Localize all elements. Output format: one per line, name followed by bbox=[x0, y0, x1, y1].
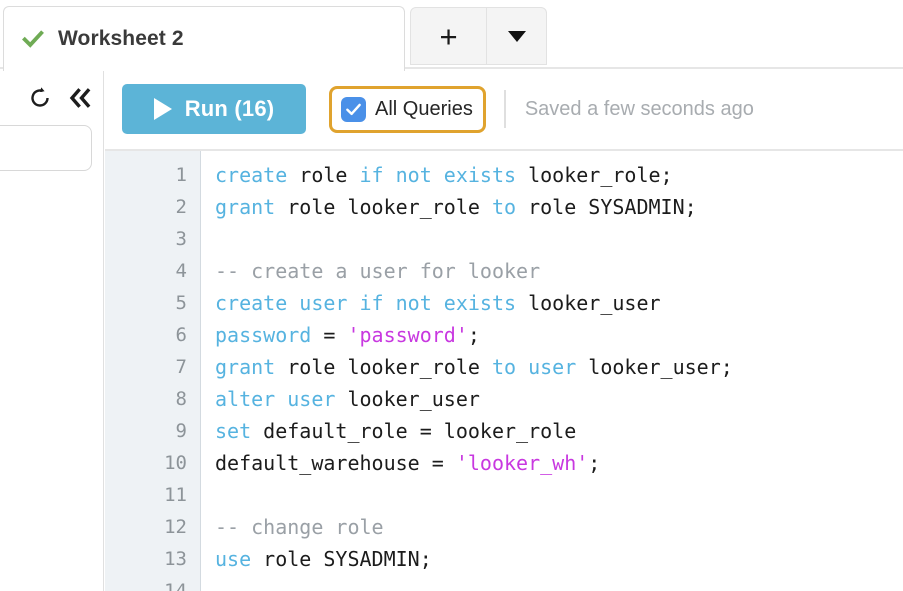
run-button[interactable]: Run (16) bbox=[122, 84, 306, 134]
code-token-pln: role SYSADMIN; bbox=[251, 547, 432, 571]
code-token-pln: looker_user; bbox=[576, 355, 733, 379]
play-icon bbox=[153, 98, 172, 120]
code-token-pln: looker_user bbox=[335, 387, 480, 411]
code-line[interactable]: grant role looker_role to user looker_us… bbox=[202, 351, 903, 383]
code-line-list[interactable]: create role if not exists looker_role;gr… bbox=[202, 159, 903, 591]
plus-icon: + bbox=[439, 18, 458, 54]
tab-bar: Worksheet 2 + bbox=[0, 0, 903, 71]
all-queries-checkbox[interactable]: All Queries bbox=[329, 85, 486, 133]
worksheet-toolbar: Run (16) All Queries Saved a few seconds… bbox=[105, 69, 903, 151]
refresh-icon bbox=[31, 87, 49, 107]
code-line[interactable] bbox=[202, 575, 903, 591]
code-token-kw: grant bbox=[215, 355, 276, 379]
code-token-pln: default_role = looker_role bbox=[251, 419, 577, 443]
tab-label: Worksheet 2 bbox=[58, 27, 184, 50]
line-number: 3 bbox=[175, 228, 187, 250]
line-number: 11 bbox=[164, 484, 187, 506]
all-queries-label: All Queries bbox=[375, 97, 473, 120]
code-token-kw: create user if not exists bbox=[215, 291, 517, 315]
code-token-kw: if not exists bbox=[359, 163, 517, 187]
refresh-button[interactable] bbox=[27, 85, 53, 111]
code-token-pln: ; bbox=[588, 451, 601, 475]
code-token-cmt: -- change role bbox=[215, 515, 384, 539]
worksheet-dropdown-button[interactable] bbox=[487, 7, 547, 65]
line-number: 13 bbox=[164, 548, 187, 570]
code-token-kw: to bbox=[491, 195, 517, 219]
checkmark-icon bbox=[346, 103, 361, 115]
line-number: 12 bbox=[164, 516, 187, 538]
code-line[interactable]: alter user looker_user bbox=[202, 383, 903, 415]
code-token-kw: create bbox=[215, 163, 288, 187]
code-token-cmt: -- create a user for looker bbox=[215, 259, 541, 283]
code-token-str: 'looker_wh' bbox=[455, 451, 589, 475]
line-number: 6 bbox=[175, 324, 187, 346]
line-number: 4 bbox=[175, 260, 187, 282]
saved-status-text: Saved a few seconds ago bbox=[524, 97, 754, 120]
code-line[interactable]: create user if not exists looker_user bbox=[202, 287, 903, 319]
code-line[interactable] bbox=[202, 479, 903, 511]
line-number: 5 bbox=[175, 292, 187, 314]
double-chevron-left-icon bbox=[69, 88, 91, 108]
code-token-pln: role bbox=[287, 163, 360, 187]
code-token-kw: set bbox=[215, 419, 252, 443]
line-number: 1 bbox=[175, 164, 187, 186]
line-number: 10 bbox=[164, 452, 187, 474]
code-line[interactable] bbox=[202, 223, 903, 255]
code-token-pln: role looker_role bbox=[275, 355, 492, 379]
code-token-pln: role looker_role bbox=[275, 195, 492, 219]
code-token-str: 'password' bbox=[347, 323, 468, 347]
code-token-kw: use bbox=[215, 547, 252, 571]
collapse-panel-button[interactable] bbox=[67, 85, 93, 111]
line-number: 8 bbox=[175, 388, 187, 410]
code-line[interactable]: grant role looker_role to role SYSADMIN; bbox=[202, 191, 903, 223]
code-token-pln: looker_role; bbox=[516, 163, 673, 187]
code-area[interactable]: create role if not exists looker_role;gr… bbox=[202, 151, 903, 591]
add-worksheet-button[interactable]: + bbox=[410, 7, 487, 65]
run-button-label: Run (16) bbox=[184, 96, 275, 121]
sidebar-icon-group bbox=[27, 85, 93, 111]
left-sidebar bbox=[0, 69, 104, 591]
code-token-pln: default_warehouse = bbox=[215, 451, 456, 475]
code-token-kw: alter user bbox=[215, 387, 336, 411]
line-number: 14 bbox=[164, 580, 187, 591]
code-line[interactable]: use role SYSADMIN; bbox=[202, 543, 903, 575]
sidebar-search-input[interactable] bbox=[0, 125, 92, 171]
code-token-kw: to user bbox=[491, 355, 577, 379]
code-line[interactable]: -- change role bbox=[202, 511, 903, 543]
code-token-pln: role SYSADMIN; bbox=[516, 195, 697, 219]
code-token-pln: ; bbox=[467, 323, 480, 347]
caret-down-icon bbox=[507, 30, 526, 42]
code-line[interactable]: create role if not exists looker_role; bbox=[202, 159, 903, 191]
code-line[interactable]: -- create a user for looker bbox=[202, 255, 903, 287]
code-line[interactable]: default_warehouse = 'looker_wh'; bbox=[202, 447, 903, 479]
code-token-kw: password bbox=[215, 323, 312, 347]
line-number: 7 bbox=[175, 356, 187, 378]
toolbar-divider bbox=[503, 90, 506, 128]
check-icon bbox=[22, 30, 44, 48]
code-token-pln: = bbox=[311, 323, 348, 347]
code-token-pln: looker_user bbox=[516, 291, 661, 315]
line-number: 2 bbox=[175, 196, 187, 218]
code-line[interactable]: set default_role = looker_role bbox=[202, 415, 903, 447]
checkbox-box[interactable] bbox=[341, 96, 366, 122]
line-number: 9 bbox=[175, 420, 187, 442]
tab-worksheet-2[interactable]: Worksheet 2 bbox=[3, 6, 405, 71]
code-line[interactable]: password = 'password'; bbox=[202, 319, 903, 351]
code-token-kw: grant bbox=[215, 195, 276, 219]
